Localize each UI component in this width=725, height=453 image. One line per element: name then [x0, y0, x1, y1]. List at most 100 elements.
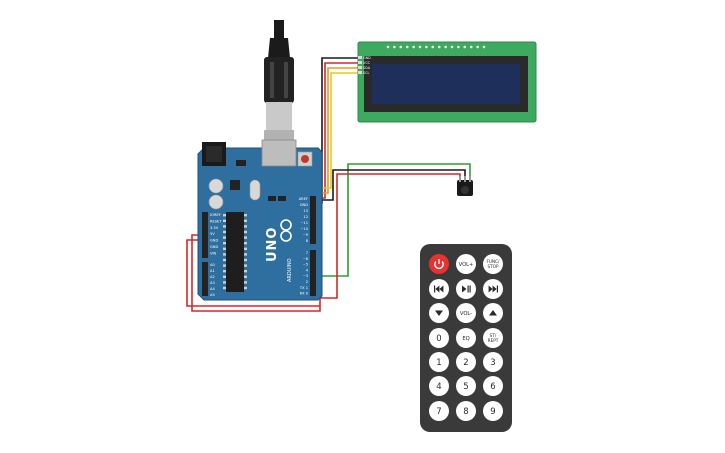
header-pin-label: A0	[210, 263, 215, 267]
remote-button-label: 5	[463, 382, 468, 392]
remote-button-label: VOL+	[459, 262, 474, 268]
remote-button-8[interactable]: 8	[456, 401, 476, 421]
remote-play-pause-button[interactable]	[456, 279, 476, 299]
remote-button-label: 1	[436, 358, 441, 368]
remote-button-funcstop[interactable]: FUNC/STOP	[483, 254, 503, 274]
header-pin-label: ~10	[300, 227, 308, 231]
remote-button-2[interactable]: 2	[456, 352, 476, 372]
remote-power-button[interactable]	[429, 254, 449, 274]
play-pause-icon	[462, 285, 471, 293]
digital-header-high[interactable]	[310, 196, 316, 244]
remote-button-strept[interactable]: ST/REPT	[483, 328, 503, 348]
header-pin-label: A1	[210, 269, 215, 273]
header-pin-label: ~9	[303, 233, 309, 237]
remote-button-label: 3	[490, 358, 495, 368]
remote-button-9[interactable]: 9	[483, 401, 503, 421]
digital-header-low[interactable]	[310, 250, 316, 296]
remote-button-label: 4	[436, 382, 441, 392]
header-pin-label: A3	[210, 281, 215, 285]
header-pin-label: 5V	[210, 232, 215, 236]
wire-ir-vcc	[200, 173, 461, 312]
ir-remote-control[interactable]: VOL+ FUNC/STOP VOL- 0 EQ ST/REPT 1 2 3 4 5 6 7 8 9	[420, 244, 512, 432]
header-pin-label: 7	[306, 251, 308, 255]
remote-button-1[interactable]: 1	[429, 352, 449, 372]
arduino-model-label: UNO	[265, 227, 280, 263]
remote-button-label: 8	[463, 407, 468, 417]
lcd-pin-label: VCC	[363, 61, 371, 65]
remote-button-label: 2	[463, 358, 468, 368]
header-pin-label: IOREF	[210, 213, 221, 217]
lcd-pin-holes	[386, 45, 486, 49]
remote-next-button[interactable]	[483, 279, 503, 299]
remote-button-3[interactable]: 3	[483, 352, 503, 372]
header-pin-label: TX 1	[299, 286, 308, 290]
header-pin-label: 13	[303, 209, 308, 213]
remote-button-5[interactable]: 5	[456, 376, 476, 396]
remote-prev-button[interactable]	[429, 279, 449, 299]
remote-button-7[interactable]: 7	[429, 401, 449, 421]
remote-button-6[interactable]: 6	[483, 376, 503, 396]
prev-icon	[434, 285, 444, 293]
remote-button-4[interactable]: 4	[429, 376, 449, 396]
header-pin-label: VIN	[210, 251, 217, 255]
remote-button-label: 6	[490, 382, 495, 392]
ir-receiver-sensor[interactable]	[457, 176, 473, 196]
remote-button-label: 9	[490, 407, 495, 417]
down-icon	[435, 310, 443, 316]
remote-button-label: ST/REPT	[488, 333, 499, 343]
wire-lcd-scl	[316, 72, 358, 189]
header-pin-label: 2	[306, 280, 308, 284]
remote-button-label: EQ	[462, 336, 469, 342]
remote-button-label: 7	[436, 407, 441, 417]
capacitor	[208, 178, 224, 194]
analog-header[interactable]	[202, 262, 208, 296]
lcd-screen	[372, 64, 520, 104]
header-pin-label: ~5	[303, 263, 308, 267]
header-pin-label: A5	[210, 293, 215, 297]
header-pin-label: A2	[210, 275, 215, 279]
header-pin-label: ~3	[303, 274, 308, 278]
remote-down-button[interactable]	[429, 303, 449, 323]
power-header[interactable]	[202, 212, 208, 258]
capacitor	[208, 194, 224, 210]
remote-button-eq[interactable]: EQ	[456, 328, 476, 348]
header-pin-label: GND	[210, 239, 218, 243]
arduino-brand-label: ARDUINO	[287, 258, 293, 282]
usb-cable	[264, 20, 294, 148]
remote-button-label: VOL-	[460, 311, 472, 317]
header-pin-label: A4	[210, 287, 215, 291]
lcd-pin-label: GND	[363, 56, 371, 60]
remote-button-label: FUNC/STOP	[487, 259, 501, 269]
lcd-pin-label: SDA	[363, 66, 371, 70]
wire-ir-gnd	[316, 169, 466, 201]
atmega-chip	[226, 212, 244, 292]
remote-up-button[interactable]	[483, 303, 503, 323]
header-pin-label: GND	[300, 203, 308, 207]
wires	[186, 57, 471, 312]
header-pin-label: ~11	[300, 221, 308, 225]
header-pin-label: RESET	[210, 219, 222, 223]
header-pin-label: GND	[210, 245, 218, 249]
remote-button-vol-[interactable]: VOL-	[456, 303, 476, 323]
remote-button-label: 0	[436, 334, 441, 344]
header-pin-label: 8	[306, 239, 309, 243]
wire-gnd-loop	[186, 239, 320, 307]
remote-button-0[interactable]: 0	[429, 328, 449, 348]
power-icon	[434, 259, 444, 270]
next-icon	[488, 285, 498, 293]
header-pin-label: AREF	[299, 197, 308, 201]
remote-button-vol-plus[interactable]: VOL+	[456, 254, 476, 274]
header-pin-label: 4	[306, 268, 309, 272]
header-pin-label: ~6	[303, 257, 309, 261]
crystal-oscillator	[249, 179, 261, 201]
lcd-pin-label: SCL	[363, 71, 370, 75]
